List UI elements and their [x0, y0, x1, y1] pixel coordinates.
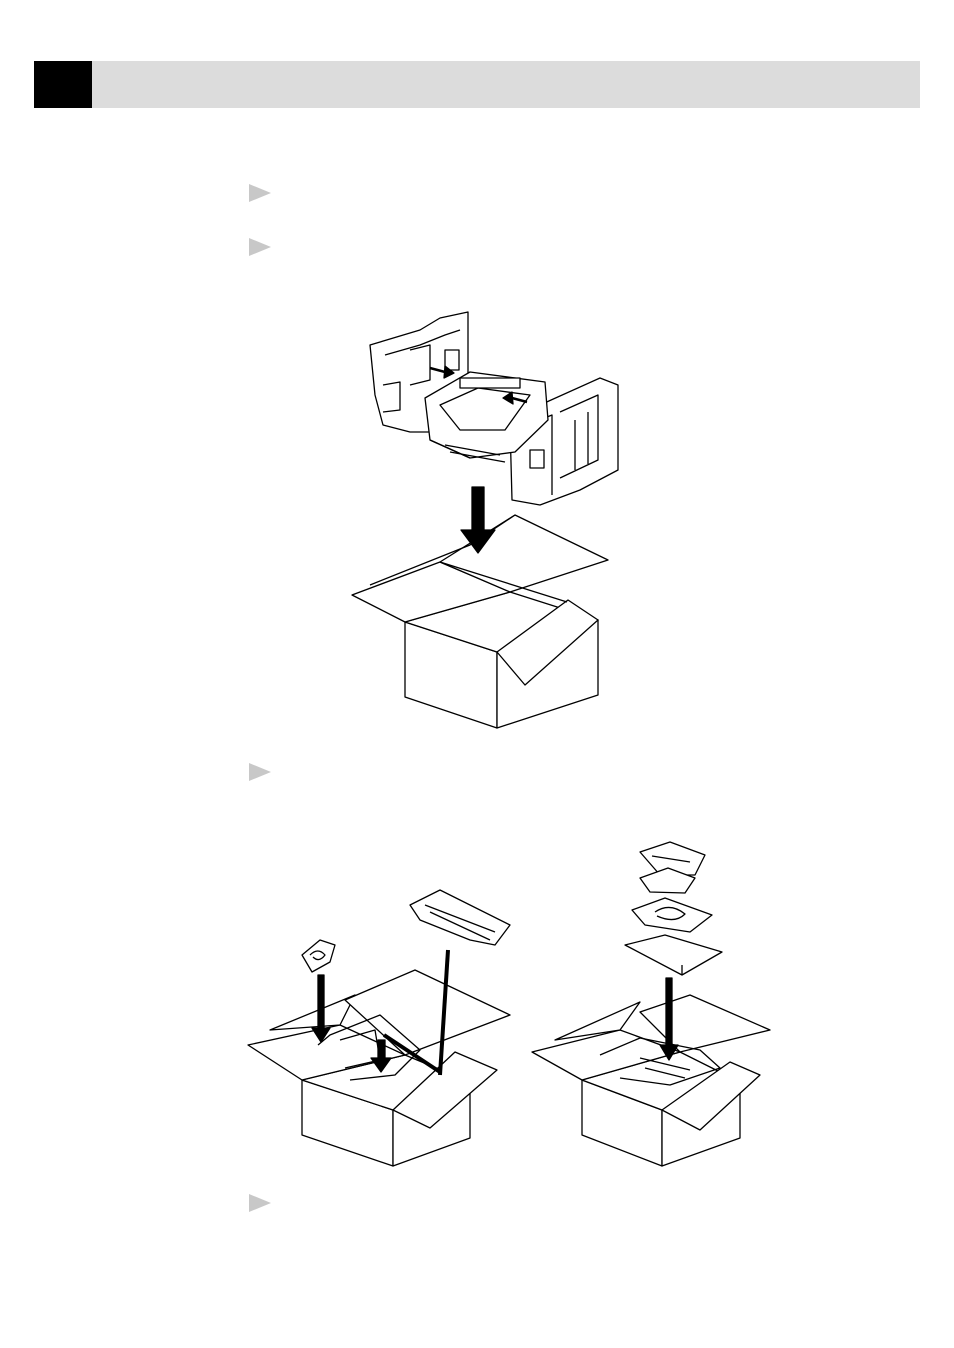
cord-pack-icon — [302, 940, 335, 972]
fax-into-box-illustration — [352, 312, 618, 728]
box-icon — [532, 995, 770, 1166]
cartridge-icon — [410, 890, 510, 945]
trays-into-box-right-illustration — [532, 842, 770, 1166]
accessories-into-box-left-illustration — [248, 890, 510, 1166]
tray-stack-icon — [625, 842, 722, 975]
